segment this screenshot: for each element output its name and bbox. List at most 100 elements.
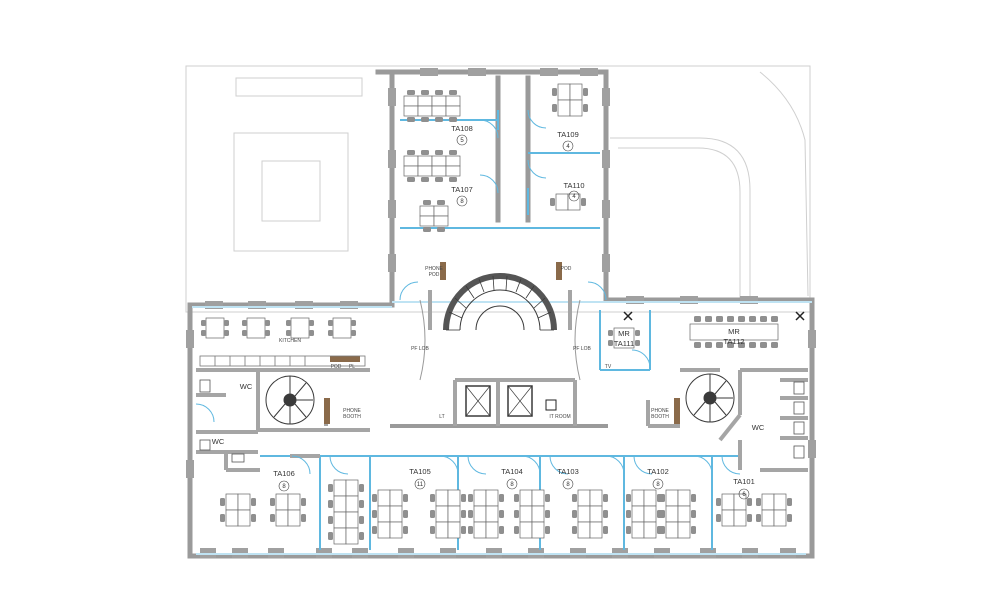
chair: [224, 330, 229, 336]
desk: [485, 505, 499, 523]
chair: [545, 526, 550, 534]
chair: [449, 90, 457, 95]
desk: [237, 509, 251, 527]
desk: [531, 505, 545, 523]
desk: [531, 521, 545, 539]
chair: [265, 330, 270, 336]
chair: [499, 526, 504, 534]
chair: [328, 500, 333, 508]
desk: [557, 83, 571, 101]
desk: [761, 509, 775, 527]
chair: [749, 342, 756, 348]
kitchen-table: [205, 317, 225, 339]
desk: [333, 479, 347, 497]
desk: [275, 509, 289, 527]
pod-label: POD: [331, 364, 342, 370]
desk: [519, 521, 533, 539]
desk: [287, 509, 301, 527]
room-ta103-name: TA103: [557, 467, 579, 476]
room-ta108-name: TA108: [451, 124, 473, 133]
chair: [468, 494, 473, 502]
chair: [286, 320, 291, 326]
desk: [287, 493, 301, 511]
chair: [499, 494, 504, 502]
chair: [705, 316, 712, 322]
phone-booth-east-line1: PHONE: [651, 408, 669, 414]
chair: [760, 342, 767, 348]
room-ta106-capacity: 8: [282, 484, 286, 490]
phone-pod-west-line2: POD: [429, 272, 440, 278]
chair: [224, 320, 229, 326]
desk: [345, 495, 359, 513]
desk: [435, 489, 449, 507]
chair: [242, 320, 247, 326]
chair: [738, 342, 745, 348]
chair: [372, 526, 377, 534]
desk: [417, 105, 433, 117]
chair: [309, 320, 314, 326]
chair: [716, 342, 723, 348]
desk: [577, 489, 591, 507]
chair: [220, 498, 225, 506]
chair: [328, 516, 333, 524]
room-ta102-capacity: 8: [656, 482, 660, 488]
chair: [691, 526, 696, 534]
chair: [581, 198, 586, 206]
desk: [569, 83, 583, 101]
internal-walls: [196, 290, 808, 472]
chair: [328, 532, 333, 540]
desk: [631, 489, 645, 507]
chair: [657, 526, 662, 534]
desk: [447, 489, 461, 507]
pf-lob-west-label: PF LOB: [411, 346, 429, 352]
desk: [721, 493, 735, 511]
desk: [733, 509, 747, 527]
chair: [583, 88, 588, 96]
wc-label-west: WC: [212, 437, 225, 446]
desk: [435, 505, 449, 523]
chair: [286, 330, 291, 336]
room-ta111-type: MR: [618, 329, 630, 338]
desk: [665, 489, 679, 507]
room-ta110-name: TA110: [564, 181, 585, 190]
chair: [421, 150, 429, 155]
desk: [485, 521, 499, 539]
chair: [583, 104, 588, 112]
chair: [691, 510, 696, 518]
site-outline: [185, 65, 811, 313]
phone-booth-west-line2: BOOTH: [343, 414, 361, 420]
chair: [270, 498, 275, 506]
pl-label: PL: [349, 364, 355, 370]
desk: [237, 493, 251, 511]
chair: [437, 227, 445, 232]
chair: [359, 484, 364, 492]
desk: [473, 521, 487, 539]
wc-fixtures: [199, 379, 805, 463]
room-ta109-name: TA109: [557, 130, 579, 139]
chair: [626, 510, 631, 518]
phone-pod-west-line1: PHONE: [425, 266, 443, 272]
chair: [694, 342, 701, 348]
desk: [665, 521, 679, 539]
desk: [419, 205, 435, 217]
chair: [603, 494, 608, 502]
chair: [328, 330, 333, 336]
chair: [309, 330, 314, 336]
chair: [608, 340, 613, 346]
chair: [756, 514, 761, 522]
desk: [445, 165, 461, 177]
chair: [251, 514, 256, 522]
chair: [572, 526, 577, 534]
door-swings: [195, 109, 741, 475]
desk: [419, 215, 435, 227]
desk: [677, 521, 691, 539]
kitchen-table: [290, 317, 310, 339]
spiral-staircase-east: [685, 373, 735, 423]
room-ta109-capacity: 4: [566, 144, 570, 150]
room-ta112-name: TA112: [724, 337, 745, 346]
chair: [301, 514, 306, 522]
chair: [435, 117, 443, 122]
chair: [691, 494, 696, 502]
room-labels: TA108 5 TA107 8 TA109 4 TA110 4 TA106 8 …: [212, 124, 765, 500]
desk: [773, 493, 787, 511]
